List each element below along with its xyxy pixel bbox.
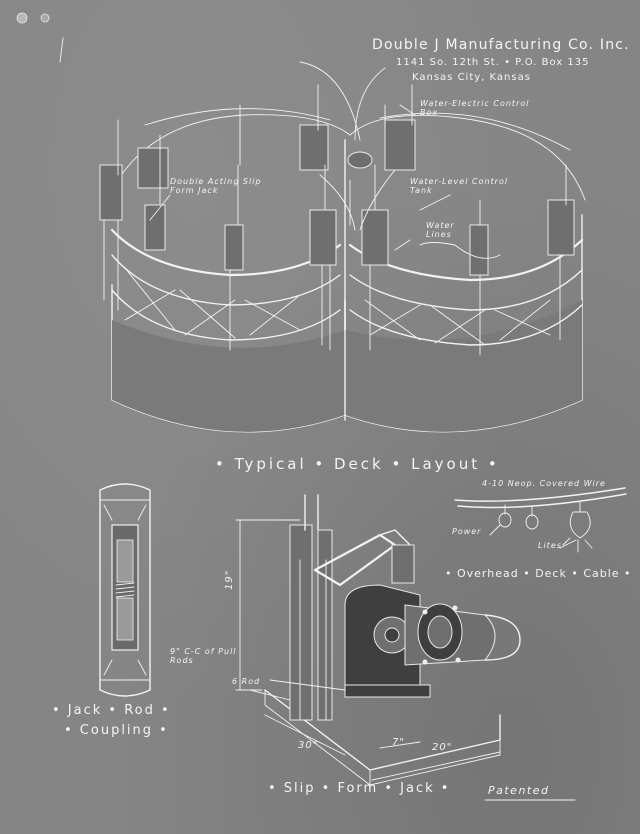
slip-form-jack-drawing	[235, 494, 521, 786]
caption-typical-deck-layout: • Typical • Deck • Layout •	[215, 455, 500, 473]
dim-height: 19"	[224, 569, 235, 590]
caption-coupling: • Coupling •	[64, 723, 169, 738]
jack-rod-coupling-drawing	[99, 483, 151, 697]
dim-depth: 20"	[432, 742, 453, 753]
deck-layout-drawing	[99, 61, 586, 433]
dim-width: 30"	[298, 740, 319, 751]
patented-label: Patented	[488, 784, 550, 797]
callout-lites: Lites	[538, 541, 562, 550]
company-name: Double J Manufacturing Co. Inc.	[372, 37, 630, 53]
callout-power: Power	[452, 527, 482, 536]
company-city: Kansas City, Kansas	[412, 72, 531, 83]
overhead-cable-drawing	[454, 487, 627, 553]
dim-inset: 7"	[392, 737, 405, 748]
caption-slip-form-jack: • Slip • Form • Jack •	[268, 781, 451, 796]
caption-jack-rod: • Jack • Rod •	[52, 703, 171, 718]
caption-overhead-deck-cable: • Overhead • Deck • Cable •	[445, 567, 632, 580]
company-address: 1141 So. 12th St. • P.O. Box 135	[396, 57, 590, 68]
callout-control-box: Water-Electric Control Box	[420, 99, 530, 117]
callout-wire: 4-10 Neop. Covered Wire	[482, 479, 606, 488]
callout-water-lines: Water Lines	[426, 221, 455, 239]
dim-pull-rod: 9" C-C of Pull Rods	[170, 647, 237, 665]
deck-jack-posts	[99, 119, 575, 276]
dim-rod: 6 Rod	[232, 677, 261, 686]
callout-control-tank: Water-Level Control Tank	[410, 177, 509, 195]
callout-slip-form-jack: Double Acting Slip Form Jack	[170, 177, 262, 195]
binder-marks	[16, 12, 64, 63]
